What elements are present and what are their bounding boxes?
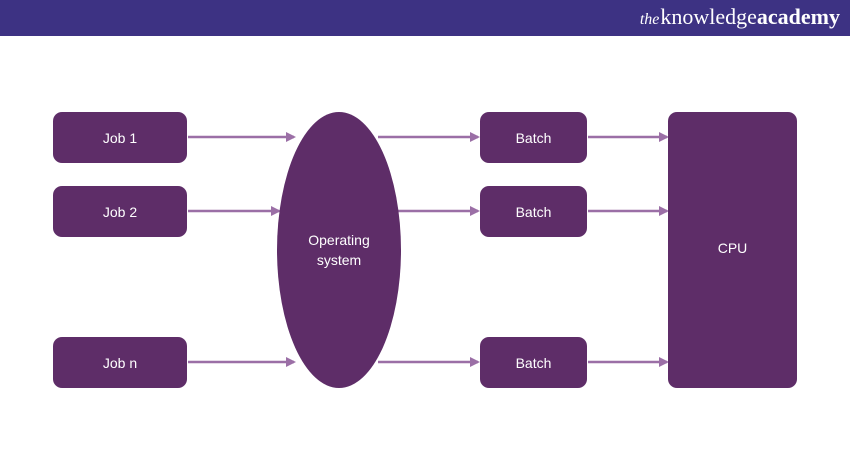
cpu-label: CPU	[717, 240, 748, 256]
job-1-box: Job 1	[53, 112, 187, 163]
logo-knowledge: knowledge	[660, 4, 757, 29]
header-bar: theknowledgeacademy	[0, 0, 850, 36]
operating-system-node: Operating system	[277, 112, 401, 388]
os-label-line2: system	[316, 252, 362, 268]
os-label-line1: Operating	[308, 232, 370, 248]
brand-logo: theknowledgeacademy	[640, 4, 840, 33]
job-n-box: Job n	[53, 337, 187, 388]
logo-academy: academy	[756, 4, 840, 29]
job-2-box: Job 2	[53, 186, 187, 237]
batch-2-box: Batch	[480, 186, 587, 237]
batch-3-box: Batch	[480, 337, 587, 388]
batch-1-box: Batch	[480, 112, 587, 163]
logo-the: the	[639, 11, 660, 28]
cpu-box: CPU	[668, 112, 797, 388]
